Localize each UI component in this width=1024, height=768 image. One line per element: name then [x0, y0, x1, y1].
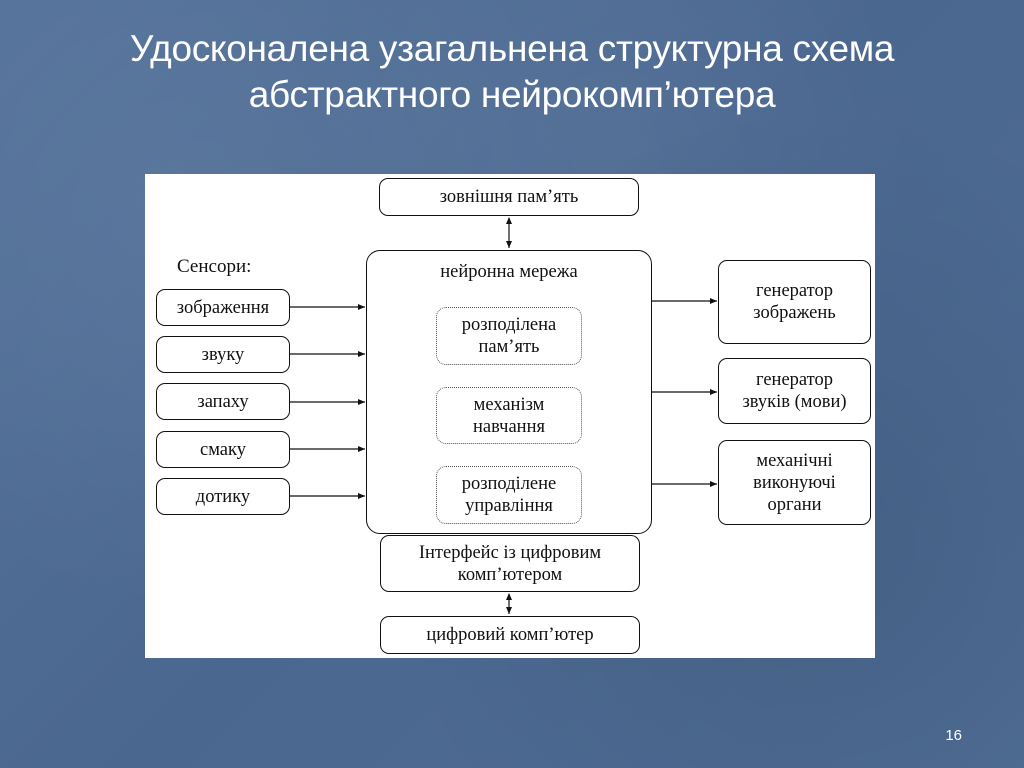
sensor-label-image: зображення	[176, 297, 270, 318]
sensor-label-smell: запаху	[197, 391, 249, 412]
external-memory-label: зовнішня пам’ять	[439, 187, 579, 207]
sensor-label-taste: смаку	[200, 439, 246, 460]
neural-network-label: нейронна мережа	[440, 262, 578, 282]
external-memory-box: зовнішня пам’ять	[379, 178, 639, 216]
distributed-control-label: розподілене управління	[461, 474, 557, 516]
interface-box: Інтерфейс із цифровим комп’ютером	[380, 535, 640, 592]
output-label-sound-generator: генератор звуків (мови)	[742, 370, 847, 412]
digital-computer-label: цифровий комп’ютер	[426, 625, 594, 645]
sensors-label: Сенсори:	[177, 256, 252, 277]
sensor-label-touch: дотику	[195, 486, 251, 507]
output-label-image-generator: генератор зображень	[753, 281, 836, 323]
slide-number: 16	[945, 727, 962, 744]
sensor-box-taste: смаку	[156, 431, 290, 468]
output-label-mechanical-organs: механічні виконуючі органи	[753, 450, 836, 515]
sensor-box-sound: звуку	[156, 336, 290, 373]
sensor-box-smell: запаху	[156, 383, 290, 420]
output-box-image-generator: генератор зображень	[718, 260, 871, 344]
diagram-panel: зовнішня пам’ять нейронна мережа розподі…	[145, 174, 875, 658]
diagram-connectors	[289, 217, 717, 614]
slide-title-line-1: Удосконалена узагальнена структурна схем…	[129, 28, 895, 69]
distributed-memory-label: розподілена пам’ять	[461, 315, 557, 357]
slide-title: Удосконалена узагальнена структурна схем…	[0, 26, 1024, 118]
distributed-memory-box: розподілена пам’ять	[436, 307, 582, 365]
digital-computer-box: цифровий комп’ютер	[380, 616, 640, 654]
learning-mechanism-box: механізм навчання	[436, 387, 582, 444]
sensor-box-image: зображення	[156, 289, 290, 326]
distributed-control-box: розподілене управління	[436, 466, 582, 524]
output-box-mechanical-organs: механічні виконуючі органи	[718, 440, 871, 525]
output-box-sound-generator: генератор звуків (мови)	[718, 358, 871, 424]
interface-label: Інтерфейс із цифровим комп’ютером	[418, 542, 602, 585]
sensor-box-touch: дотику	[156, 478, 290, 515]
learning-mechanism-label: механізм навчання	[473, 394, 545, 437]
sensor-label-sound: звуку	[201, 344, 245, 365]
slide-title-line-2: абстрактного нейрокомп’ютера	[248, 74, 776, 115]
